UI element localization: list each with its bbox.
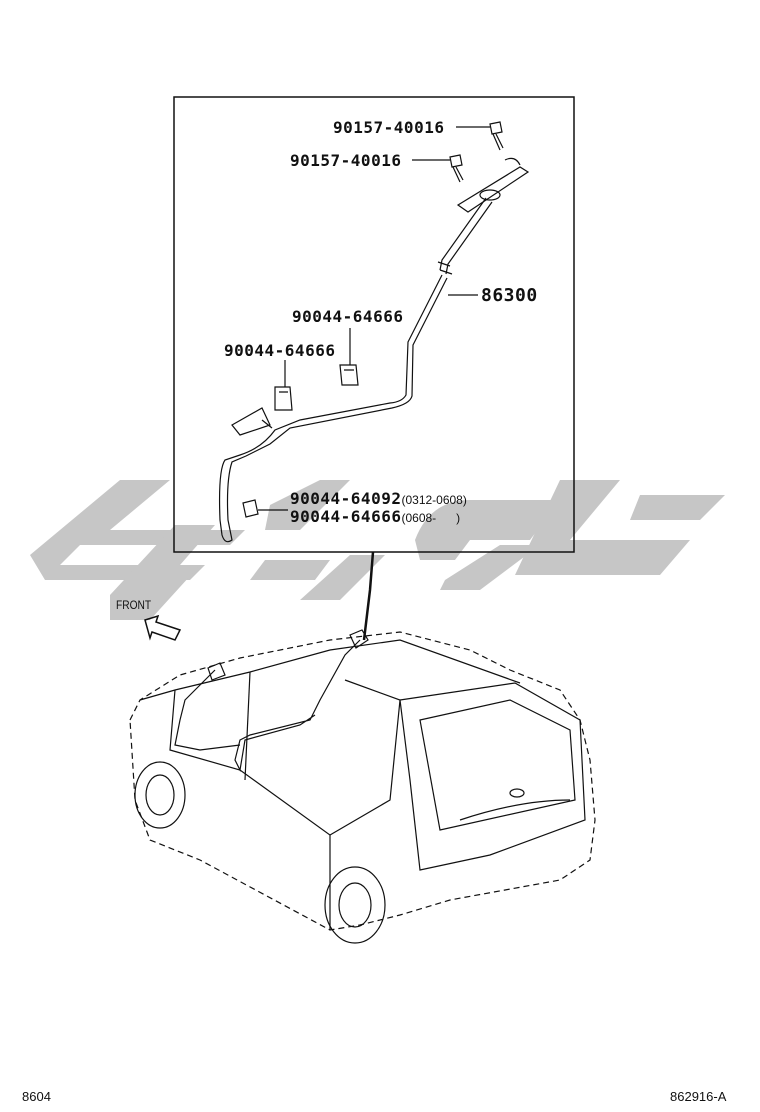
bolt-icon <box>489 121 504 151</box>
clip-icon <box>274 386 293 411</box>
part-label-clip-1: 90044-64666 <box>292 307 404 326</box>
figure-id: 862916-A <box>670 1089 727 1104</box>
part-label-clip-3b: 90044-64666(0608- ) <box>290 507 460 526</box>
part-label-bolt-2: 90157-40016 <box>290 151 402 170</box>
clip-icon <box>242 499 259 518</box>
part-label-bolt-1: 90157-40016 <box>333 118 445 137</box>
part-number: 90044-64666 <box>290 507 402 526</box>
bolt-icon <box>449 154 464 183</box>
front-direction-label: FRONT <box>116 598 152 612</box>
part-label-clip-3a: 90044-64092(0312-0608) <box>290 489 467 508</box>
production-range: (0608- ) <box>401 511 461 525</box>
clip-icon <box>339 364 359 386</box>
part-label-antenna-cable: 86300 <box>481 285 538 306</box>
production-range: (0312-0608) <box>401 493 467 507</box>
detail-box <box>173 96 575 553</box>
section-code: 8604 <box>22 1089 51 1104</box>
part-number: 90044-64092 <box>290 489 402 508</box>
vehicle-outline <box>129 629 596 944</box>
part-label-clip-2: 90044-64666 <box>224 341 336 360</box>
